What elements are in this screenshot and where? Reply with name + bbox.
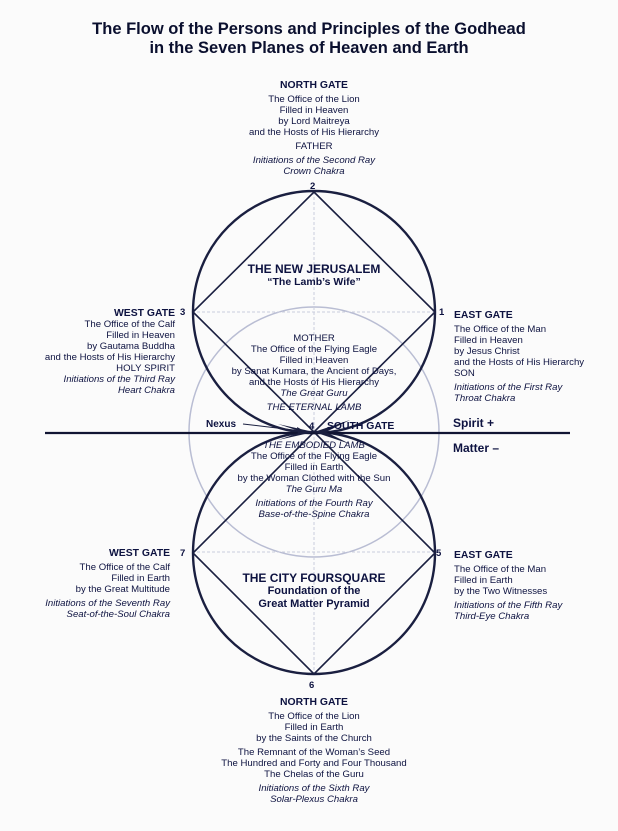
- west-gate-bottom-heading: WEST GATE: [109, 548, 170, 559]
- gate-number-7: 7: [180, 548, 186, 559]
- north-gate-top-chakra: Crown Chakra: [283, 166, 345, 177]
- west-gate-bottom-line: by the Great Multitude: [75, 584, 170, 595]
- north-gate-bottom: NORTH GATE The Office of the Lion Filled…: [189, 697, 439, 805]
- nexus-marker: [314, 420, 350, 444]
- north-gate-top: NORTH GATE The Office of the Lion Filled…: [214, 80, 414, 177]
- embodied-chakra: Base-of-the-Spine Chakra: [258, 509, 370, 520]
- west-gate-bottom: WEST GATE The Office of the Calf Filled …: [45, 548, 170, 620]
- west-gate-top-initiation: Initiations of the Third Ray: [63, 374, 175, 385]
- east-gate-top-line: Filled in Heaven: [454, 335, 523, 346]
- nexus-label: Nexus: [206, 419, 237, 430]
- east-gate-bottom-chakra: Third-Eye Chakra: [454, 611, 530, 622]
- gate-number-5: 5: [436, 548, 442, 559]
- west-gate-top-heading: WEST GATE: [114, 308, 175, 319]
- north-gate-top-line: by Lord Maitreya: [278, 116, 350, 127]
- east-gate-bottom-line: Filled in Earth: [454, 575, 513, 586]
- embodied-line: Filled in Earth: [284, 462, 344, 473]
- east-gate-bottom-line: The Office of the Man: [454, 564, 547, 575]
- west-gate-bottom-chakra: Seat-of-the-Soul Chakra: [66, 609, 170, 620]
- west-gate-top-line: and the Hosts of His Hierarchy: [44, 352, 175, 363]
- city-foursquare-line-2: Foundation of the: [267, 585, 361, 597]
- gate-number-1: 1: [439, 307, 445, 318]
- east-gate-bottom: EAST GATE The Office of the Man Filled i…: [454, 550, 562, 622]
- north-gate-bottom-line: The Chelas of the Guru: [264, 769, 364, 780]
- east-gate-top-chakra: Throat Chakra: [454, 393, 516, 404]
- west-gate-bottom-initiation: Initiations of the Seventh Ray: [45, 598, 170, 609]
- north-gate-bottom-initiation: Initiations of the Sixth Ray: [258, 783, 370, 794]
- new-jerusalem-title: THE NEW JERUSALEM: [247, 262, 381, 276]
- mother-heading: MOTHER: [293, 333, 335, 344]
- south-gate-label: SOUTH GATE: [327, 421, 395, 432]
- matter-label: Matter –: [453, 441, 500, 455]
- north-gate-bottom-heading: NORTH GATE: [280, 697, 348, 708]
- mother-block: MOTHER The Office of the Flying Eagle Fi…: [214, 333, 414, 413]
- new-jerusalem: THE NEW JERUSALEM “The Lamb’s Wife”: [214, 263, 414, 289]
- embodied-block: THE EMBODIED LAMB The Office of the Flyi…: [214, 440, 414, 520]
- mother-line: The Office of the Flying Eagle: [250, 344, 378, 355]
- west-gate-top-line: by Gautama Buddha: [86, 341, 175, 352]
- west-gate-bottom-line: Filled in Earth: [111, 573, 170, 584]
- east-gate-top-person: SON: [454, 368, 475, 379]
- east-gate-top-heading: EAST GATE: [454, 310, 513, 321]
- north-gate-bottom-line: by the Saints of the Church: [256, 733, 372, 744]
- east-gate-bottom-initiation: Initiations of the Fifth Ray: [454, 600, 563, 611]
- title-line-2: in the Seven Planes of Heaven and Earth: [149, 39, 469, 57]
- east-gate-bottom-heading: EAST GATE: [454, 550, 513, 561]
- embodied-guru: The Guru Ma: [285, 484, 343, 495]
- north-gate-bottom-line: Filled in Earth: [284, 722, 344, 733]
- west-gate-bottom-line: The Office of the Calf: [79, 562, 170, 573]
- north-gate-top-line: The Office of the Lion: [268, 94, 360, 105]
- north-gate-top-line: Filled in Heaven: [279, 105, 349, 116]
- lower-diamond: [191, 430, 437, 676]
- east-gate-top-line: and the Hosts of His Hierarchy: [454, 357, 585, 368]
- gate-number-6: 6: [309, 680, 315, 691]
- west-gate-top-line: The Office of the Calf: [84, 319, 175, 330]
- east-gate-top-line: by Jesus Christ: [454, 346, 520, 357]
- north-gate-top-heading: NORTH GATE: [280, 80, 348, 91]
- north-gate-bottom-chakra: Solar-Plexus Chakra: [270, 794, 358, 805]
- gate-number-2: 2: [310, 181, 316, 192]
- north-gate-top-initiation: Initiations of the Second Ray: [252, 155, 376, 166]
- west-gate-top-chakra: Heart Chakra: [117, 385, 175, 396]
- eternal-lamb: THE ETERNAL LAMB: [266, 402, 362, 413]
- east-gate-bottom-line: by the Two Witnesses: [454, 586, 548, 597]
- embodied-line: by the Woman Clothed with the Sun: [237, 473, 391, 484]
- east-gate-top: EAST GATE The Office of the Man Filled i…: [454, 310, 584, 404]
- mother-line: by Sanat Kumara, the Ancient of Days,: [231, 366, 397, 377]
- new-jerusalem-subtitle: “The Lamb’s Wife”: [267, 276, 361, 288]
- north-gate-top-line: and the Hosts of His Hierarchy: [248, 127, 380, 138]
- west-gate-top-line: Filled in Heaven: [106, 330, 175, 341]
- nexus-marker-left: [278, 424, 314, 440]
- west-gate-top: WEST GATE The Office of the Calf Filled …: [45, 308, 175, 396]
- north-gate-top-person: FATHER: [295, 141, 333, 152]
- north-gate-bottom-line: The Office of the Lion: [268, 711, 360, 722]
- city-foursquare-line-3: Great Matter Pyramid: [258, 598, 370, 610]
- gate-number-4: 4: [309, 421, 315, 432]
- city-foursquare-title: THE CITY FOURSQUARE: [242, 571, 386, 585]
- north-gate-bottom-line: The Hundred and Forty and Four Thousand: [221, 758, 407, 769]
- west-gate-top-person: HOLY SPIRIT: [116, 363, 175, 374]
- nexus-arrow-shaft: [242, 423, 303, 432]
- city-foursquare: THE CITY FOURSQUARE Foundation of the Gr…: [214, 572, 414, 611]
- mother-guru: The Great Guru: [280, 388, 348, 399]
- mother-line: and the Hosts of His Hierarchy: [248, 377, 380, 388]
- embodied-initiation: Initiations of the Fourth Ray: [255, 498, 373, 509]
- east-gate-top-initiation: Initiations of the First Ray: [454, 382, 563, 393]
- embodied-line: The Office of the Flying Eagle: [250, 451, 378, 462]
- diagram-title: The Flow of the Persons and Principles o…: [0, 20, 618, 58]
- embodied-lamb: THE EMBODIED LAMB: [263, 440, 365, 451]
- title-line-1: The Flow of the Persons and Principles o…: [92, 20, 526, 38]
- gate-number-3: 3: [180, 307, 186, 318]
- east-gate-top-line: The Office of the Man: [454, 324, 547, 335]
- spirit-label: Spirit +: [453, 416, 495, 430]
- mother-line: Filled in Heaven: [279, 355, 349, 366]
- north-gate-bottom-line: The Remnant of the Woman’s Seed: [237, 747, 391, 758]
